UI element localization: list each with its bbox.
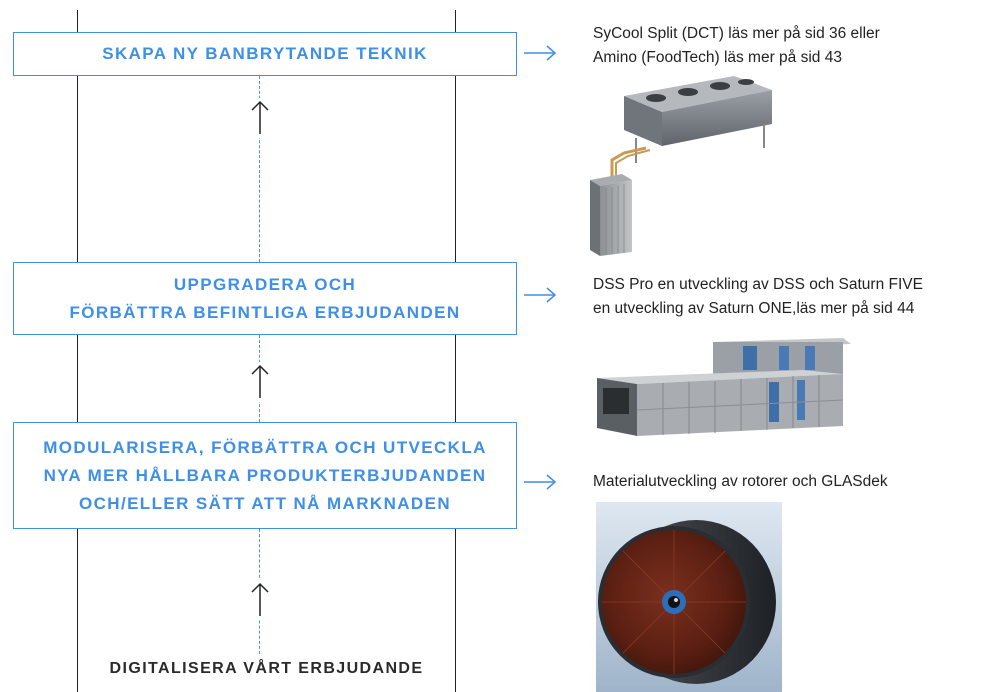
description-dss-saturn: DSS Pro en utveckling av DSS och Saturn … bbox=[593, 273, 923, 321]
description-line: Amino (FoodTech) läs mer på sid 43 bbox=[593, 49, 842, 66]
description-line: DSS Pro en utveckling av DSS och Saturn … bbox=[593, 276, 923, 293]
step-label: MODULARISERA, FÖRBÄTTRA OCH UTVECKLA bbox=[43, 437, 487, 457]
arrow-up-icon bbox=[245, 580, 275, 620]
arrow-up-icon bbox=[245, 362, 275, 402]
split-cooling-unit-image bbox=[590, 76, 772, 256]
step-label: NYA MER HÅLLBARA PRODUKTERBJUDANDEN bbox=[43, 465, 487, 485]
arrow-right-icon bbox=[524, 45, 557, 61]
air-handling-unit-image bbox=[597, 338, 851, 436]
arrow-up-icon bbox=[245, 98, 275, 138]
rotor-image bbox=[596, 502, 782, 692]
arrow-right-icon bbox=[524, 474, 557, 490]
step-box-modularize: MODULARISERA, FÖRBÄTTRA OCH UTVECKLA NYA… bbox=[13, 422, 517, 529]
step-label: OCH/ELLER SÄTT ATT NÅ MARKNADEN bbox=[78, 493, 452, 513]
step-label-digitalize: DIGITALISERA VÅRT ERBJUDANDE bbox=[109, 660, 424, 677]
description-sycool-amino: SyCool Split (DCT) läs mer på sid 36 ell… bbox=[593, 22, 880, 70]
description-line: SyCool Split (DCT) läs mer på sid 36 ell… bbox=[593, 25, 880, 42]
step-label: UPPGRADERA OCH bbox=[173, 274, 357, 294]
frame-left-line bbox=[77, 10, 78, 692]
step-box-create-new-technology: SKAPA NY BANBRYTANDE TEKNIK bbox=[13, 32, 517, 76]
arrow-right-icon bbox=[524, 287, 557, 303]
frame-right-line bbox=[455, 10, 456, 692]
description-rotor-glasdek: Materialutveckling av rotorer och GLASde… bbox=[593, 470, 888, 494]
step-label: SKAPA NY BANBRYTANDE TEKNIK bbox=[102, 44, 428, 63]
dashed-connector bbox=[259, 76, 260, 262]
step-box-upgrade-offerings: UPPGRADERA OCH FÖRBÄTTRA BEFINTLIGA ERBJ… bbox=[13, 262, 517, 335]
step-label: FÖRBÄTTRA BEFINTLIGA ERBJUDANDEN bbox=[69, 302, 461, 322]
description-line: en utveckling av Saturn ONE,läs mer på s… bbox=[593, 300, 915, 317]
description-line: Materialutveckling av rotorer och GLASde… bbox=[593, 473, 888, 490]
